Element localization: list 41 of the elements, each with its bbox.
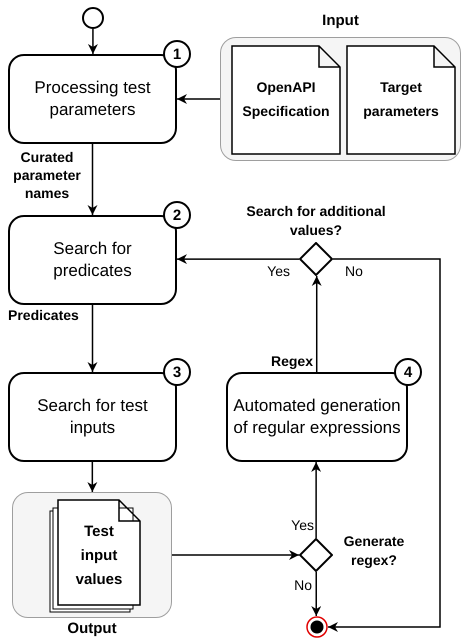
arrow <box>88 144 98 215</box>
decision-diamond <box>299 538 333 572</box>
node-text: Search for predicates <box>52 238 133 282</box>
group-title: Output <box>66 620 118 638</box>
edge-label: No <box>293 576 312 594</box>
node-text: Test input values <box>76 523 122 588</box>
node-text: Automated generation of regular expressions <box>232 395 402 439</box>
arrow <box>88 305 98 372</box>
group-panel <box>12 492 172 618</box>
arrow <box>311 572 322 616</box>
document-shape <box>346 45 456 155</box>
node-text: OpenAPI Specification <box>242 79 330 119</box>
arrow <box>311 462 322 538</box>
group-panel <box>220 37 461 161</box>
group-title: Input <box>321 12 360 30</box>
arrow <box>172 550 299 560</box>
edge-label: Yes <box>266 262 290 280</box>
edge-label: Regex <box>270 352 313 370</box>
edge-label: Curated parameter names <box>12 148 82 202</box>
arrow <box>328 258 441 632</box>
node-text: Search for test inputs <box>36 395 149 439</box>
arrow <box>88 29 98 54</box>
edge-label: Predicates <box>8 306 80 324</box>
node-text: 3 <box>172 364 182 380</box>
node-text: 4 <box>404 364 412 380</box>
decision-diamond <box>299 242 333 276</box>
decision-label: Search for additional values? <box>245 202 387 240</box>
arrow <box>87 462 98 492</box>
arrow <box>177 94 220 104</box>
decision-label: Generate regex? <box>342 532 406 570</box>
document-shape <box>231 45 341 155</box>
edge-label: No <box>345 262 364 280</box>
node-text: Processing test parameters <box>33 77 152 121</box>
edge-label: Yes <box>290 516 314 534</box>
node-text: Target parameters <box>363 79 439 119</box>
arrow <box>312 276 322 372</box>
node-text: 2 <box>172 208 182 222</box>
arrow <box>177 254 299 264</box>
end-circle <box>306 616 328 638</box>
node-text: 1 <box>172 46 182 62</box>
document-stack <box>49 499 141 613</box>
